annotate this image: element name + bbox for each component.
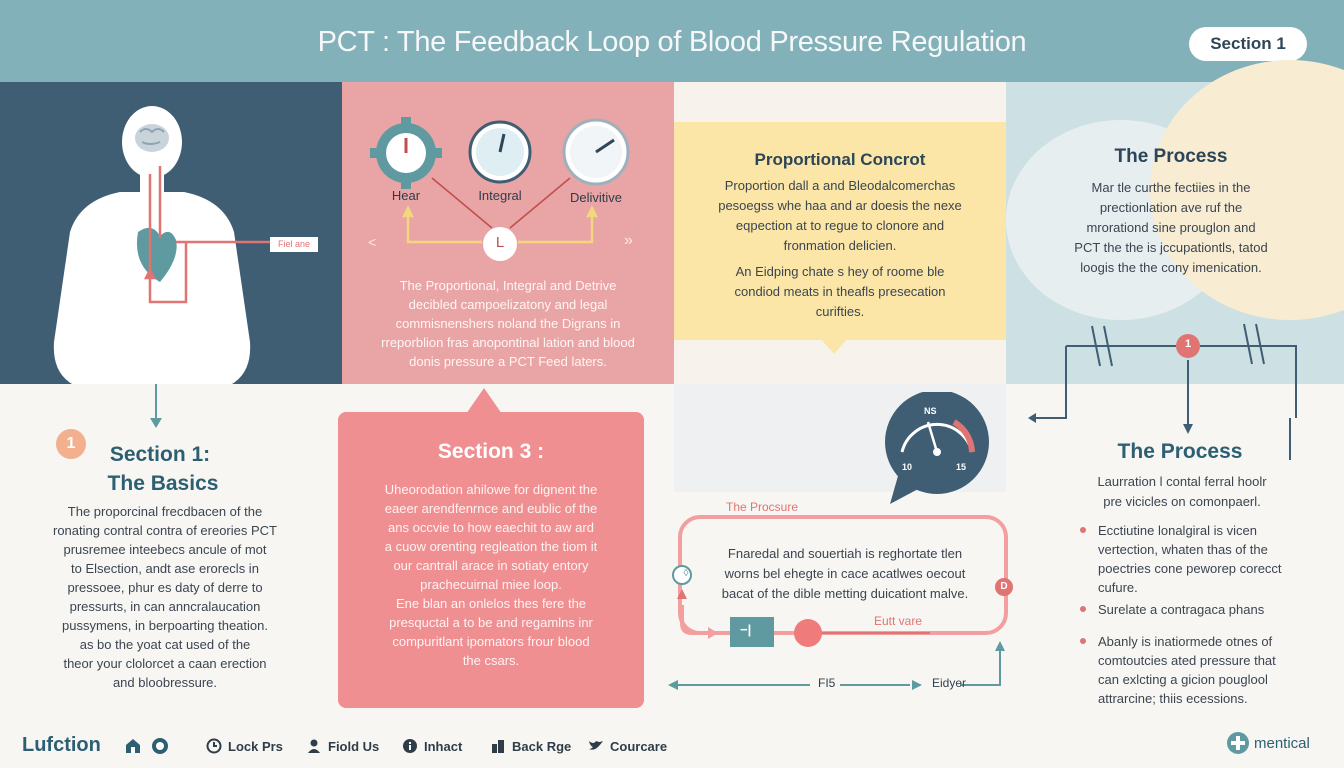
loop-title: The Procsure xyxy=(726,500,799,514)
section3-title: Section 3 : xyxy=(437,440,545,463)
body-silhouette-illustration xyxy=(53,106,270,384)
section3-card xyxy=(338,412,644,708)
feedback-loop-diagram xyxy=(668,515,1013,690)
process-bullet-1: Ecctiutine lonalgiral is vicen vertectio… xyxy=(1080,521,1314,597)
section1-title: Section 1: xyxy=(109,443,211,466)
bird-icon xyxy=(589,741,603,750)
loop-right-label: Eutt vare xyxy=(874,614,923,628)
pid-label-derivative: Delivitive xyxy=(569,190,622,205)
loop-left-node: ◊ xyxy=(683,568,689,579)
dial-gauge-icon xyxy=(562,118,630,186)
process-intro: Laurration l contal ferral hoolr pre vic… xyxy=(1097,474,1267,509)
footer-link-back[interactable]: Back Rge xyxy=(490,738,571,754)
process-node-label: 1 xyxy=(1184,338,1192,350)
prev-arrow-icon[interactable]: < xyxy=(368,234,377,250)
proportional-card xyxy=(674,122,1006,340)
building-icon xyxy=(492,740,504,753)
bullet-dot xyxy=(1080,638,1086,644)
user-icon xyxy=(308,739,320,753)
proportional-text-b: An Eidping chate s hey of roome ble cond… xyxy=(734,264,946,319)
process-text: Mar tle curthe fectiies in the prectionl… xyxy=(1074,180,1268,275)
footer-link-courcare[interactable]: Courcare xyxy=(588,738,667,754)
pid-label-hear: Hear xyxy=(391,188,421,203)
footer-link-lock[interactable]: Lock Prs xyxy=(206,738,283,754)
loop-bottom-left-label: FI5 xyxy=(818,676,836,690)
loop-right-node: D xyxy=(1000,581,1008,592)
process-title: The Process xyxy=(1114,146,1228,167)
card-pointer xyxy=(820,338,848,354)
section1-text: The proporcinal frecdbacen of the ronati… xyxy=(53,504,277,690)
proportional-title: Proportional Concrot xyxy=(754,150,926,169)
gauge-left-label: 10 xyxy=(902,462,913,472)
next-arrow-icon[interactable]: » xyxy=(624,232,633,249)
section-button[interactable]: Section 1 xyxy=(1189,27,1307,61)
loop-minus-glyph: −| xyxy=(740,622,752,637)
pressure-gauge-icon xyxy=(885,392,989,504)
footer-brand-icons xyxy=(126,738,168,754)
header-bar xyxy=(0,0,1344,82)
section3-pointer xyxy=(466,388,502,414)
gauge-top-label: NS xyxy=(924,406,937,416)
process-flow-lines xyxy=(1028,323,1297,460)
page-title: PCT : The Feedback Loop of Blood Pressur… xyxy=(317,26,1027,58)
loop-text: Fnaredal and souertiah is reghortate tle… xyxy=(721,546,969,601)
clock-icon xyxy=(206,738,222,754)
pid-description: The Proportional, Integral and Detrive d… xyxy=(381,278,635,369)
center-node-label: L xyxy=(495,234,505,251)
process-section-title: The Process xyxy=(1117,440,1243,463)
process-bullet-2: Surelate a contragaca phans xyxy=(1080,600,1314,619)
section3-text-a: Uheorodation ahilowe for dignent the eae… xyxy=(384,482,598,592)
section1-subtitle: The Basics xyxy=(107,472,219,495)
footer-link-inhact[interactable]: Inhact xyxy=(402,738,462,754)
pid-gauges xyxy=(370,117,630,261)
process-bullet-3: Abanly is inatiormede otnes of comtoutci… xyxy=(1080,632,1314,708)
medical-logo-icon xyxy=(1227,732,1249,754)
field-tag: Fiel ane xyxy=(270,237,318,252)
info-icon xyxy=(403,739,417,753)
bullet-dot xyxy=(1080,527,1086,533)
footer-link-fiold[interactable]: Fiold Us xyxy=(306,738,379,754)
clock-gauge-icon xyxy=(468,120,532,184)
gauge-right-label: 15 xyxy=(956,462,967,472)
footer-brand: Lufction xyxy=(22,734,101,756)
proportional-text-a: Proportion dall a and Bleodalcomerchas p… xyxy=(718,178,962,253)
section-number-badge: 1 xyxy=(56,429,86,459)
bullet-dot xyxy=(1080,606,1086,612)
footer-logo[interactable]: mentical xyxy=(1226,731,1310,755)
gear-gauge-icon xyxy=(370,117,442,189)
loop-bottom-right-label: Eidyer xyxy=(932,676,967,690)
section3-text-b: Ene blan an onlelos thes fere the presqu… xyxy=(389,596,593,668)
down-arrow-icon xyxy=(150,384,162,428)
pid-label-integral: Integral xyxy=(478,188,522,203)
